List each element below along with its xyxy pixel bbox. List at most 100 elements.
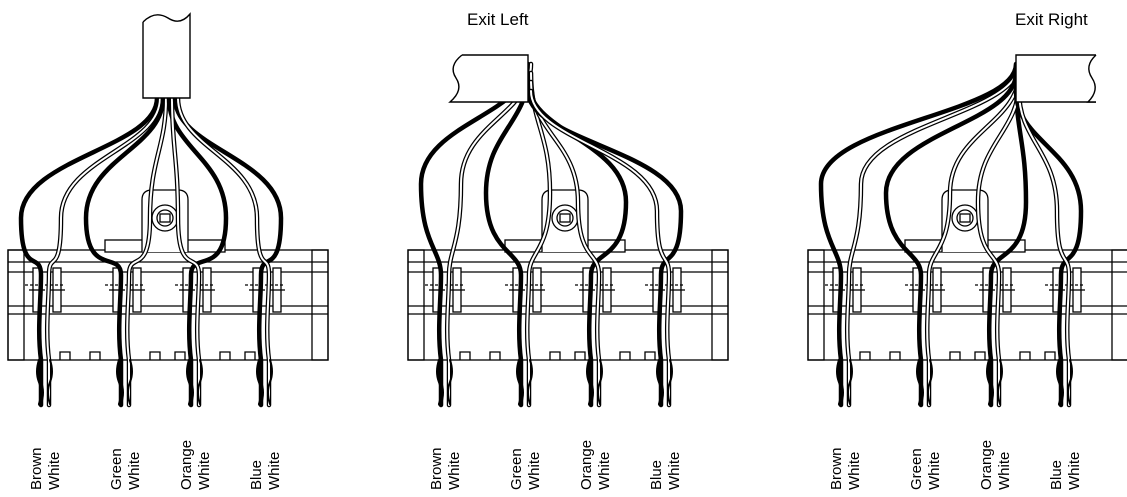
wire-solid [83,95,166,408]
wire-tail-striped [47,359,53,405]
wire-pair [483,70,553,408]
pair-label-stripe: White [1066,451,1083,490]
latch-screw [959,213,971,223]
cable-jacket [448,54,529,103]
wire-striped-fill [1018,90,1071,406]
wire-solid [525,88,684,408]
twisted-pairs [418,61,684,408]
bottom-notch [219,351,231,360]
bottom-notch [489,351,501,360]
bottom-notch [1044,351,1056,360]
wire-tail-striped [847,359,853,405]
bottom-notch [644,351,656,360]
wire-pair [1013,88,1084,408]
side-tab-right [1111,249,1127,361]
bottom-notch [149,351,161,360]
connector-body [407,189,729,361]
wire-striped-fill [976,81,1020,406]
cable-jacket [1015,54,1097,103]
wire-solid [166,95,229,408]
pair-label-stripe: White [996,451,1013,490]
wire-tail [586,358,594,406]
pair-label-color: Orange [178,439,195,490]
wire-tail [256,358,264,406]
pair-label-color: Green [908,448,925,490]
cable-end-cut [448,54,463,103]
connector-diagram-left-exit [407,54,729,408]
wire-pair [166,95,229,408]
pair-label-color: Blue [248,459,265,490]
wire-pair [525,88,684,408]
bottom-notch [949,351,961,360]
wire-tail-striped [927,359,933,405]
bottom-notch [459,351,471,360]
cable-sheath [1015,54,1096,103]
wire-pair [18,95,163,408]
pair-label-stripe: White [666,451,683,490]
bottom-notch [89,351,101,360]
connector-diagram-top-exit [7,12,329,408]
wire-solid [818,61,1019,408]
wire-tail-striped [667,359,673,405]
wire-striped-fill [126,97,167,406]
wire-striped-fill [526,72,552,406]
pair-label-stripe: White [846,451,863,490]
pair-label-color: Brown [828,447,845,490]
pair-label-color: Brown [428,447,445,490]
wire-tail [116,358,124,406]
wire-pair [83,95,169,408]
pair-label-color: Orange [978,439,995,490]
wire-tail [916,358,924,406]
pair-label-stripe: White [446,451,463,490]
wire-tail-striped [597,359,603,405]
wire-tail [836,358,844,406]
wire-solid [418,61,531,408]
pair-label-color: Brown [28,447,45,490]
bottom-notch [574,351,586,360]
wire-solid [1013,88,1084,408]
pair-label-stripe: White [526,451,543,490]
wire-tail-striped [1067,359,1073,405]
wire-striped-fill [530,90,671,406]
pair-label-stripe: White [196,451,213,490]
cable-sheath [142,22,191,99]
wire-tail-striped [447,359,453,405]
wire-striped-fill [177,97,271,406]
cable-sheath [462,54,529,103]
pair-label-stripe: White [926,451,943,490]
cable-end-cut [142,12,191,23]
wire-tail [656,358,664,406]
wire-striped-fill [171,97,201,406]
side-tab-left [407,249,425,361]
pair-label-stripe: White [596,451,613,490]
wire-tail [36,358,44,406]
bottom-notch [974,351,986,360]
pair-label-color: Blue [648,459,665,490]
wire-tail-striped [197,359,203,405]
bottom-notch [59,351,71,360]
wire-tail-striped [997,359,1003,405]
pair-label-color: Green [108,448,125,490]
wire-solid [483,70,531,408]
side-tab-left [807,249,825,361]
connector-diagram-right-exit [807,54,1127,408]
pair-label-color: Orange [578,439,595,490]
wire-solid [172,95,284,408]
bottom-notch [619,351,631,360]
wire-striped-fill [530,81,601,406]
side-tab-right [711,249,729,361]
pair-label-color: Green [508,448,525,490]
side-tab-right [311,249,329,361]
wire-pair [975,79,1029,408]
pair-label-stripe: White [266,451,283,490]
connector-body [807,189,1127,361]
bottom-notch [1019,351,1031,360]
wire-striped-fill [926,72,1020,406]
bottom-notch [174,351,186,360]
wire-striped-fill [46,97,161,406]
wire-tail [986,358,994,406]
